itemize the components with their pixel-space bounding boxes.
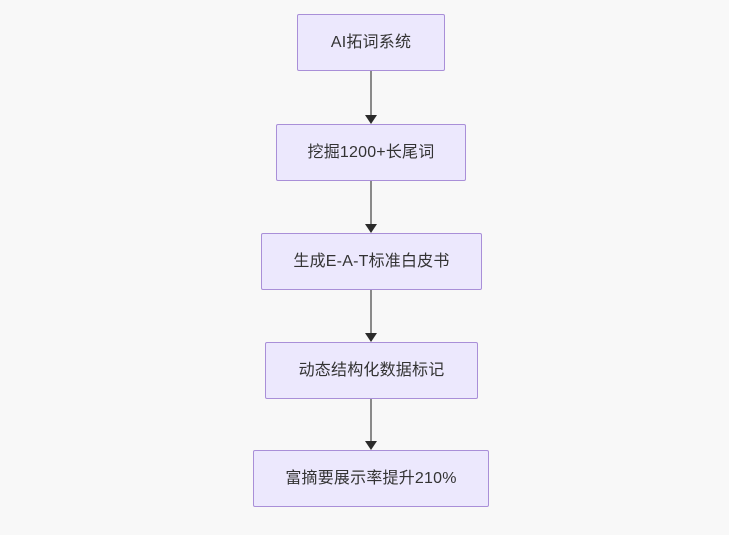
arrowhead-icon [365, 224, 377, 233]
node-label: 富摘要展示率提升210% [285, 469, 457, 487]
edge-n3-n4 [365, 290, 377, 342]
flowchart-node-ai-keyword-system[interactable]: AI拓词系统 [297, 14, 445, 71]
flowchart-node-longtail-keywords[interactable]: 挖掘1200+长尾词 [276, 124, 466, 181]
node-label: 生成E-A-T标准白皮书 [293, 252, 450, 270]
edge-n4-n5 [365, 399, 377, 450]
flowchart-node-eat-whitepaper[interactable]: 生成E-A-T标准白皮书 [261, 233, 482, 290]
arrowhead-icon [365, 333, 377, 342]
flowchart-node-structured-data-markup[interactable]: 动态结构化数据标记 [265, 342, 478, 399]
arrowhead-icon [365, 441, 377, 450]
arrowhead-icon [365, 115, 377, 124]
node-label: 动态结构化数据标记 [298, 361, 445, 379]
flowchart-node-rich-snippet-result[interactable]: 富摘要展示率提升210% [253, 450, 489, 507]
edge-n1-n2 [365, 71, 377, 124]
node-label: 挖掘1200+长尾词 [307, 143, 435, 161]
node-label: AI拓词系统 [330, 33, 412, 51]
edge-n2-n3 [365, 181, 377, 233]
